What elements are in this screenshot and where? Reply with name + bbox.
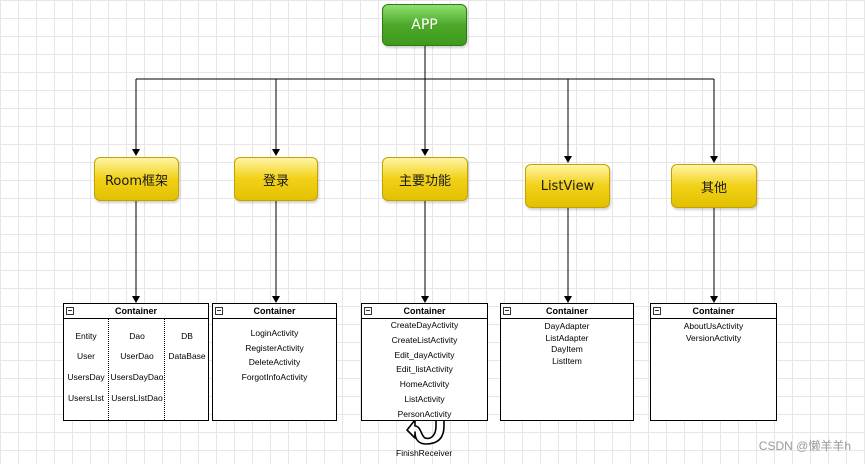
container-title: Container bbox=[692, 306, 735, 316]
list-item: LoginActivity bbox=[250, 328, 299, 338]
list-item: AboutUsActivity bbox=[683, 321, 744, 331]
list-item: UsersLIstDao bbox=[111, 393, 163, 403]
container-header: Container bbox=[213, 304, 336, 319]
list-item: DayAdapter bbox=[544, 321, 590, 331]
branch-label: ListView bbox=[540, 178, 595, 194]
container-title: Container bbox=[403, 306, 446, 316]
container-login[interactable]: Container LoginActivity RegisterActivity… bbox=[212, 303, 337, 421]
list-item: DayItem bbox=[551, 344, 583, 354]
list-item: CreateDayActivity bbox=[390, 320, 459, 330]
branch-node-login[interactable]: 登录 bbox=[234, 157, 318, 201]
container-header: Container bbox=[501, 304, 633, 319]
container-listview[interactable]: Container DayAdapter ListAdapter DayItem… bbox=[500, 303, 634, 421]
list-item: ListItem bbox=[552, 355, 582, 366]
container-header: Container bbox=[651, 304, 776, 319]
container-header: Container bbox=[362, 304, 487, 319]
branch-label: Room框架 bbox=[104, 173, 169, 189]
list-item: Edit_dayActivity bbox=[394, 349, 455, 360]
branch-label: 其他 bbox=[700, 180, 727, 196]
list-item: Edit_listActivity bbox=[396, 364, 453, 375]
branch-node-room[interactable]: Room框架 bbox=[94, 157, 179, 201]
collapse-icon[interactable] bbox=[215, 307, 223, 315]
list-item: ForgotInfoActivity bbox=[241, 371, 308, 382]
collapse-icon[interactable] bbox=[364, 307, 372, 315]
container-header: Container bbox=[64, 304, 208, 319]
container-room[interactable]: Container Entity User UsersDay UsersLIst… bbox=[63, 303, 209, 421]
list-item: Dao bbox=[129, 331, 145, 341]
branch-label: 主要功能 bbox=[398, 173, 451, 189]
finish-receiver-label: FinishReceiver bbox=[396, 448, 453, 458]
branch-node-listview[interactable]: ListView bbox=[525, 164, 610, 208]
list-item: ListAdapter bbox=[545, 332, 589, 343]
room-column-db: DB DataBase bbox=[164, 319, 209, 420]
list-item: HomeActivity bbox=[399, 379, 450, 390]
room-column-entity: Entity User UsersDay UsersLIst bbox=[64, 319, 108, 420]
container-list: CreateDayActivity CreateListActivity Edi… bbox=[362, 318, 487, 422]
container-other[interactable]: Container AboutUsActivity VersionActivit… bbox=[650, 303, 777, 421]
container-list: LoginActivity RegisterActivity DeleteAct… bbox=[213, 326, 336, 384]
container-title: Container bbox=[253, 306, 296, 316]
list-item: CreateListActivity bbox=[391, 334, 458, 345]
collapse-icon[interactable] bbox=[653, 307, 661, 315]
container-title: Container bbox=[545, 306, 588, 316]
list-item: PersonActivity bbox=[397, 408, 452, 419]
u-turn-arrow-icon bbox=[406, 419, 445, 445]
container-main-features[interactable]: Container CreateDayActivity CreateListAc… bbox=[361, 303, 488, 421]
list-item: DataBase bbox=[168, 351, 206, 361]
app-node[interactable]: APP bbox=[382, 4, 467, 46]
room-column-dao: Dao UserDao UsersDayDao UsersLIstDao bbox=[108, 319, 165, 420]
branch-node-main-features[interactable]: 主要功能 bbox=[382, 157, 468, 201]
list-item: VersionActivity bbox=[685, 332, 742, 343]
list-item: DB bbox=[181, 331, 193, 341]
app-node-label: APP bbox=[411, 17, 438, 33]
watermark: CSDN @懒羊羊h bbox=[758, 439, 851, 453]
list-item: ListActivity bbox=[404, 393, 445, 404]
container-list: AboutUsActivity VersionActivity bbox=[651, 321, 776, 344]
list-item: RegisterActivity bbox=[245, 342, 304, 353]
collapse-icon[interactable] bbox=[503, 307, 511, 315]
container-list: DayAdapter ListAdapter DayItem ListItem bbox=[501, 321, 633, 367]
list-item: UsersDay bbox=[67, 372, 105, 382]
list-item: DeleteActivity bbox=[248, 357, 301, 367]
list-item: User bbox=[77, 351, 95, 361]
branch-label: 登录 bbox=[262, 173, 289, 189]
list-item: UsersDayDao bbox=[110, 372, 164, 382]
list-item: UserDao bbox=[120, 351, 154, 361]
branch-node-other[interactable]: 其他 bbox=[671, 164, 757, 208]
list-item: UsersLIst bbox=[68, 393, 104, 403]
list-item: Entity bbox=[75, 331, 97, 341]
collapse-icon[interactable] bbox=[66, 307, 74, 315]
container-title: Container bbox=[114, 306, 157, 316]
